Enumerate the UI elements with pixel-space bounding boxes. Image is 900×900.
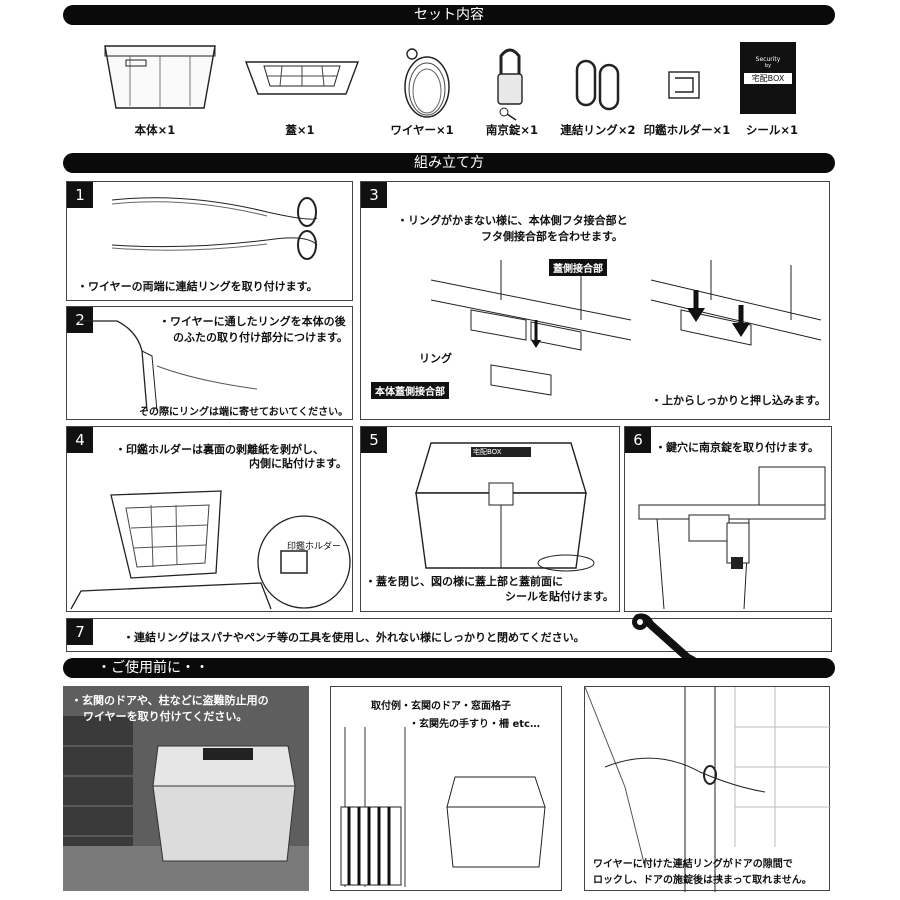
- step-number: 1: [67, 182, 93, 208]
- photo-text: ワイヤーを取り付けてください。: [83, 710, 248, 723]
- step-7-text: ・連結リングはスパナやペンチ等の工具を使用し、外れない様にしっかりと閉めてくださ…: [123, 631, 585, 644]
- zoom-circle-illustration: [257, 515, 351, 609]
- step-number: 6: [625, 427, 651, 453]
- body-joint-label: 本体蓋側接合部: [371, 382, 449, 399]
- door-lock-panel: ワイヤーに付けた連結リングがドアの隙間で ロックし、ドアの施錠後は挟まって取れま…: [584, 686, 831, 892]
- wire-ring-illustration: [111, 197, 318, 260]
- contents-title: セット内容: [414, 7, 484, 23]
- lid-hinge-illustration: [77, 320, 258, 412]
- step-5-panel: 5 宅配BOX ・蓋を閉じ、図の様に蓋上部と蓋前面に シールを貼付けます。: [360, 426, 620, 612]
- contents-item-label: シール×1: [745, 123, 799, 137]
- contents-item-label: ワイヤー×1: [390, 123, 454, 137]
- sticker-icon: Security by 宅配BOX: [740, 42, 796, 114]
- stamp-holder-icon: [668, 71, 700, 99]
- photo-text: ・玄関のドアや、柱などに盗難防止用の: [71, 694, 269, 707]
- contents-item-label: 印鑑ホルダー×1: [643, 123, 731, 137]
- contents-item-label: 本体×1: [134, 123, 176, 137]
- step-6-text: ・鍵穴に南京錠を取り付けます。: [655, 441, 819, 454]
- step-2-text: ・ワイヤーに通したリングを本体の後: [159, 315, 346, 328]
- step-2-panel: 2 ・ワイヤーに通したリングを本体の後 のふたの取り付け部分につけます。 その際…: [66, 306, 353, 420]
- padlock-mount-illustration: [638, 466, 826, 610]
- photo-scene: [63, 686, 309, 891]
- wire-icon: [404, 48, 450, 118]
- hinge-right-illustration: [650, 260, 822, 346]
- closed-box-illustration: [415, 442, 595, 572]
- hinge-left-illustration: [430, 260, 632, 396]
- zoom-label: 印鑑ホルダー: [287, 542, 342, 552]
- ring-icon: [575, 59, 620, 111]
- step-4-panel: 4 ・印鑑ホルダーは裏面の剥離紙を剥がし、 内側に貼付けます。 印鑑ホルダー: [66, 426, 353, 612]
- lid-icon: [244, 61, 360, 95]
- contents-item-label: 連結リング×2: [560, 123, 636, 137]
- before-use-title: ・ご使用前に・・: [97, 660, 209, 676]
- door-box-illustration: [340, 727, 546, 887]
- box-body-icon: [104, 45, 216, 109]
- sticker-text: Security: [755, 56, 781, 63]
- step-4-text: 内側に貼付けます。: [249, 457, 347, 470]
- sticker-brand: 宅配BOX: [744, 73, 792, 84]
- step-number: 4: [67, 427, 93, 453]
- step-number: 7: [67, 619, 93, 645]
- door-note-text: ロックし、ドアの施錠後は挟まって取れません。: [593, 875, 812, 886]
- entrance-photo: ・玄関のドアや、柱などに盗難防止用の ワイヤーを取り付けてください。: [63, 686, 309, 891]
- step-2-note: その際にリングは端に寄せておいてください。: [139, 407, 349, 418]
- examples-text: 取付例・玄関のドア・窓面格子: [371, 701, 511, 712]
- assembly-title: 組み立て方: [414, 155, 484, 171]
- step-5-text: ・蓋を閉じ、図の様に蓋上部と蓋前面に: [365, 575, 563, 588]
- assembly-section-bar: 組み立て方: [63, 153, 835, 173]
- sticker-text: by: [764, 63, 772, 69]
- mount-examples-panel: 取付例・玄関のドア・窓面格子 ・玄関先の手すり・柵 etc…: [330, 686, 562, 891]
- before-use-section-bar: ・ご使用前に・・: [63, 658, 835, 678]
- box-label: 宅配BOX: [473, 448, 502, 456]
- ring-label: リング: [419, 352, 452, 365]
- step-number: 3: [361, 182, 387, 208]
- step-1-text: ・ワイヤーの両端に連結リングを取り付けます。: [77, 280, 318, 293]
- open-lid-illustration: [70, 490, 272, 610]
- door-gap-illustration: [584, 686, 831, 892]
- step-3-text: フタ側接合部を合わせます。: [481, 230, 623, 243]
- step-5-text: シールを貼付けます。: [505, 590, 614, 603]
- step-4-text: ・印鑑ホルダーは裏面の剥離紙を剥がし、: [115, 443, 324, 456]
- door-note-text: ワイヤーに付けた連結リングがドアの隙間で: [593, 859, 793, 870]
- step-3-text: ・リングがかまない様に、本体側フタ接合部と: [397, 214, 628, 227]
- contents-item-label: 南京錠×1: [485, 123, 539, 137]
- padlock-icon: [497, 48, 523, 121]
- step-2-text: のふたの取り付け部分につけます。: [173, 331, 348, 344]
- step-3-panel: 3 ・リングがかまない様に、本体側フタ接合部と フタ側接合部を合わせます。 蓋側…: [360, 181, 830, 420]
- contents-section-bar: セット内容: [63, 5, 835, 25]
- examples-text: ・玄関先の手すり・柵 etc…: [409, 719, 540, 730]
- step-number: 2: [67, 307, 93, 333]
- step-number: 5: [361, 427, 387, 453]
- step-6-panel: 6 ・鍵穴に南京錠を取り付けます。: [624, 426, 832, 612]
- step-1-panel: 1 ・ワイヤーの両端に連結リングを取り付けます。: [66, 181, 353, 301]
- contents-item-label: 蓋×1: [285, 123, 315, 137]
- step-7-panel: 7 ・連結リングはスパナやペンチ等の工具を使用し、外れない様にしっかりと閉めてく…: [66, 618, 832, 652]
- step-3-text: ・上からしっかりと押し込みます。: [651, 394, 826, 407]
- lid-joint-label: 蓋側接合部: [549, 259, 607, 276]
